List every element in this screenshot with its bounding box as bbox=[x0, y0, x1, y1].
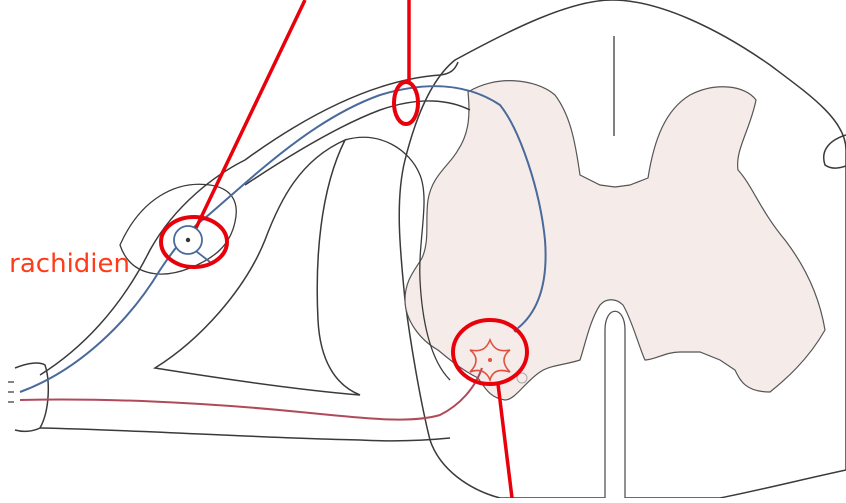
motor-neuron-nucleus bbox=[488, 358, 492, 362]
pointer-line-ganglion bbox=[196, 0, 305, 228]
ganglion-cell-nucleus bbox=[186, 238, 190, 242]
dorsal-root-lower-outline bbox=[245, 101, 470, 185]
pointer-line-motor-neuron bbox=[498, 384, 512, 498]
label-rachidien-text: rachidien bbox=[9, 249, 130, 279]
ventral-median-fissure bbox=[605, 311, 625, 498]
cord-right-notch bbox=[824, 135, 846, 168]
nerve-trunk-lower-outline bbox=[40, 428, 450, 441]
nerve-cut-marks bbox=[8, 382, 14, 402]
motor-fiber bbox=[20, 368, 482, 420]
label-rachidien: rachidien bbox=[0, 244, 130, 284]
